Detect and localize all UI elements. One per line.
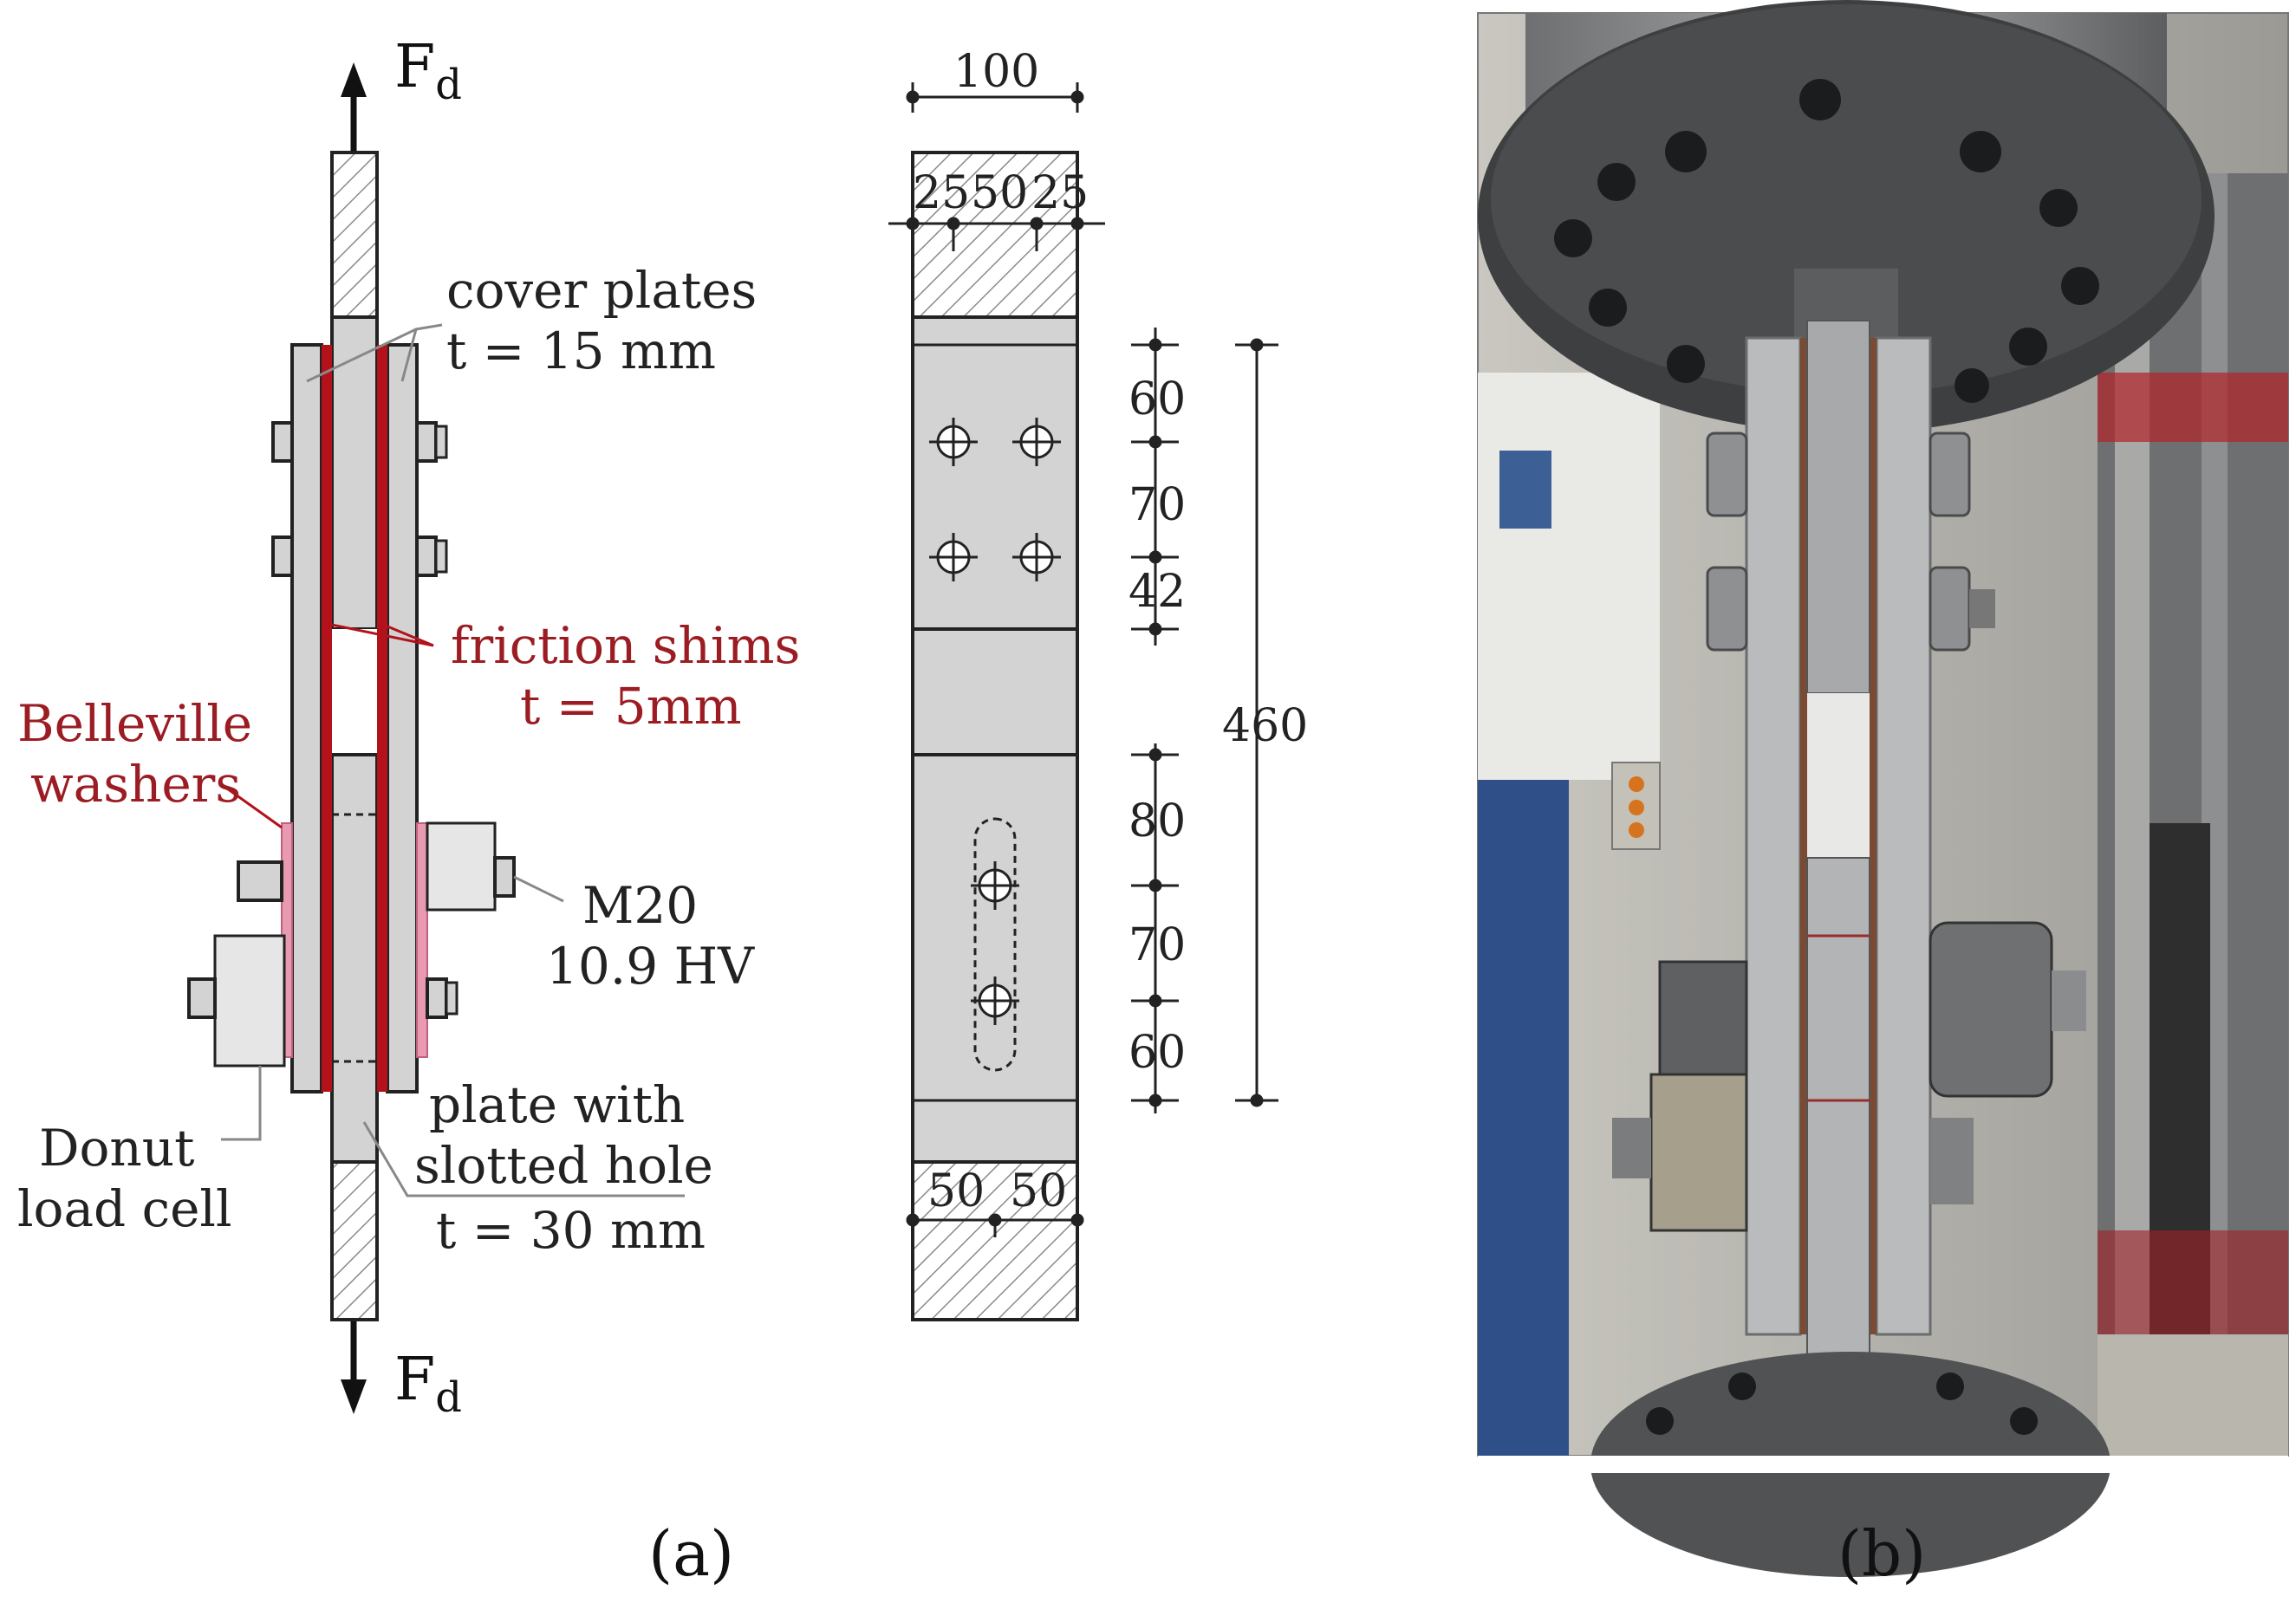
donut-load-cell <box>213 934 286 1068</box>
dim-top-25-right: 25 <box>1031 167 1089 219</box>
dim-bottom-50-left: 50 <box>927 1165 985 1217</box>
dim-overall: 460 <box>1222 700 1308 752</box>
label-donut: Donut <box>39 1119 194 1178</box>
photo-cover-plate-right <box>1875 336 1932 1336</box>
bolt-upper-2 <box>271 535 448 577</box>
dim-vertical-chain <box>1131 328 1278 1113</box>
bolt-lower-2 <box>187 934 459 1068</box>
label-cover-plates-thickness: t = 15 mm <box>446 321 716 380</box>
photo-head-bolts <box>1554 79 2099 403</box>
dim-v6: 60 <box>1128 1027 1186 1079</box>
label-belleville: Belleville <box>17 694 252 753</box>
plate-gap <box>332 629 377 755</box>
label-bolt-size: M20 <box>582 876 698 935</box>
cover-plate-right <box>386 343 419 1094</box>
slotted-hole <box>973 817 1017 1072</box>
front-upper-plate <box>911 315 1079 631</box>
upper-plate-grip <box>330 151 379 319</box>
front-gap-region <box>911 627 1079 756</box>
label-washers: washers <box>30 755 241 814</box>
photo-bolts <box>1706 432 1995 652</box>
photo-blue-cabinet <box>1478 780 1569 1456</box>
dim-v3: 42 <box>1128 566 1186 618</box>
label-slotted-hole: slotted hole <box>414 1136 713 1195</box>
dim-v4: 80 <box>1128 795 1186 847</box>
dim-top-50: 50 <box>971 167 1028 219</box>
dim-v5: 70 <box>1128 919 1186 971</box>
photo-cover-plate-left <box>1745 336 1802 1336</box>
photo-upper-plate <box>1806 320 1870 694</box>
dim-bottom <box>906 1213 1084 1237</box>
front-upper-grip <box>911 151 1079 319</box>
bolt-holes-slot <box>971 861 1019 1025</box>
dim-top-25-left: 25 <box>913 167 970 219</box>
upper-plate <box>330 315 379 631</box>
force-label-top: Fd <box>394 33 462 109</box>
label-friction-shims-thickness: t = 5mm <box>520 677 742 736</box>
dim-width-label: 100 <box>953 46 1039 98</box>
friction-shim-left <box>322 345 332 1092</box>
cover-plate-left <box>290 343 323 1094</box>
front-slotted-plate <box>911 753 1079 1164</box>
test-setup-photo <box>1477 0 2289 1577</box>
dim-width <box>906 82 1084 113</box>
label-bolt-grade: 10.9 HV <box>546 937 755 996</box>
force-arrow-top <box>341 62 367 156</box>
force-arrow-bottom <box>341 1321 367 1414</box>
dim-v1: 60 <box>1128 373 1186 425</box>
caption-a: (a) <box>648 1517 734 1590</box>
belleville-washers-right <box>416 822 428 1058</box>
label-plate-thickness: t = 30 mm <box>436 1201 706 1260</box>
side-view-drawing: Fd Fd <box>17 33 800 1422</box>
bolt-upper-1 <box>271 421 448 463</box>
bolt-holes-upper <box>929 418 1061 581</box>
front-lower-grip <box>911 1160 1079 1321</box>
photo-load-cells <box>1612 921 2086 1232</box>
dim-v2: 70 <box>1128 479 1186 531</box>
front-view-drawing: 100 25 50 25 50 50 <box>888 46 1308 1321</box>
lower-plate-grip <box>330 1160 379 1321</box>
label-load-cell: load cell <box>17 1179 232 1238</box>
label-friction-shims: friction shims <box>451 616 800 675</box>
dim-bottom-50-right: 50 <box>1010 1165 1067 1217</box>
dim-top-holes <box>888 217 1105 251</box>
friction-shim-right <box>377 345 387 1092</box>
force-label-bottom: Fd <box>394 1346 462 1422</box>
label-cover-plates: cover plates <box>446 261 757 320</box>
caption-b: (b) <box>1837 1517 1926 1590</box>
label-plate-with: plate with <box>429 1075 685 1134</box>
